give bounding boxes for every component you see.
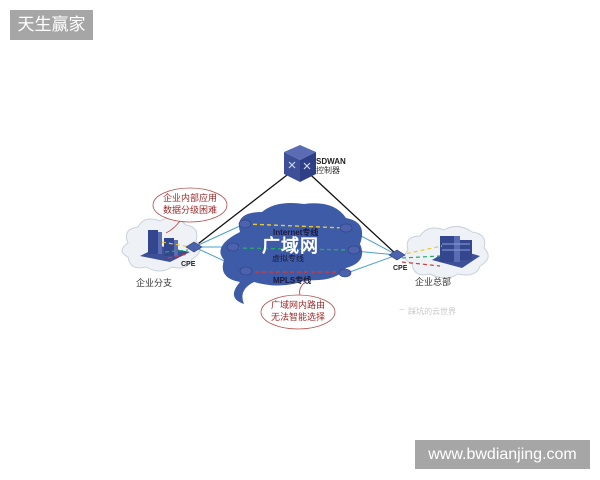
watermark-top-left: 天生赢家 (10, 10, 93, 40)
branch-callout-line-1: 企业内部应用 (162, 194, 217, 204)
internet-path-hq (399, 245, 443, 256)
virtual-path-branch (164, 249, 189, 253)
branch-site-label: 企业分支 (136, 279, 173, 289)
source-watermark: ⌔ 踩坑的云世界 (398, 307, 457, 316)
internet-path (245, 223, 346, 229)
wan-callout-text: 广域网内路由 无法智能选择 (266, 300, 330, 324)
controller-title: SDWAN (316, 157, 346, 166)
branch-cpe-icon (185, 241, 203, 253)
virtual-link-label: 虚拟专线 (272, 254, 304, 263)
branch-callout-bubble (152, 187, 228, 234)
sdwan-controller-icon (284, 145, 316, 182)
hq-cpe-icon (388, 249, 406, 261)
branch-callout-text: 企业内部应用 数据分级困难 (158, 193, 222, 217)
internet-path-branch (161, 241, 191, 248)
internet-link-label: Internet专线 (273, 228, 319, 237)
branch-cpe-label: CPE (181, 261, 196, 268)
router-icons (226, 219, 361, 278)
wan-callout-line-1: 广域网内路由 (270, 301, 325, 311)
controller-link-hq (299, 164, 398, 256)
wan-title: 广域网 (262, 236, 319, 257)
controller-subtitle: 控制器 (316, 166, 340, 175)
virtual-path-hq (401, 255, 441, 259)
wan-callout-line-2: 无法智能选择 (270, 313, 325, 323)
branch-callout-line-2: 数据分级困难 (162, 206, 217, 216)
mpls-path-branch (167, 253, 189, 259)
wan-callout-bubble (260, 282, 336, 330)
hq-cpe-label: CPE (393, 265, 408, 272)
wan-cloud (220, 203, 363, 304)
hq-server-icon (432, 236, 480, 268)
hq-site-label: 企业总部 (415, 278, 452, 288)
controller-link-branch (193, 164, 301, 248)
mpls-path-hq (401, 261, 441, 267)
virtual-path (235, 247, 353, 251)
branch-server-icon (140, 230, 190, 262)
watermark-bottom-right: www.bwdianjing.com (415, 440, 590, 469)
mpls-link-label: MPLS专线 (273, 276, 312, 285)
